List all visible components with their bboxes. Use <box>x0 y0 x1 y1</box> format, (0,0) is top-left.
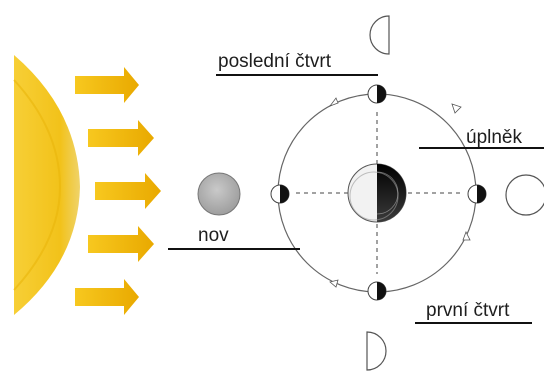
sun-ray-arrow <box>88 120 154 156</box>
orbit-arrowhead <box>329 279 339 288</box>
label-full-moon: úplněk <box>466 127 522 148</box>
sun-ray-arrow <box>95 173 161 209</box>
label-first-quarter: první čtvrt <box>426 300 510 321</box>
label-new-moon: nov <box>198 225 229 246</box>
full-moon-phase <box>505 174 544 216</box>
last-quarter-phase <box>369 15 390 55</box>
sun-rays <box>75 67 161 315</box>
orbit-arrowhead <box>451 103 462 114</box>
sun-ray-arrow <box>88 226 154 262</box>
moon-top <box>367 84 387 104</box>
earth <box>347 163 407 223</box>
moon-right <box>467 184 487 204</box>
orbit-arrowhead <box>462 231 471 241</box>
sun-ray-arrow <box>75 279 139 315</box>
moon-left <box>270 184 290 204</box>
sun <box>13 55 80 315</box>
new-moon-phase <box>197 172 241 216</box>
sun-ray-arrow <box>75 67 139 103</box>
first-quarter-phase <box>366 331 387 371</box>
moon-bottom <box>367 281 387 301</box>
label-last-quarter: poslední čtvrt <box>218 51 331 72</box>
orbit-direction-arrows <box>328 97 471 288</box>
orbit-arrowhead <box>328 97 339 107</box>
leader-lines <box>168 74 544 324</box>
